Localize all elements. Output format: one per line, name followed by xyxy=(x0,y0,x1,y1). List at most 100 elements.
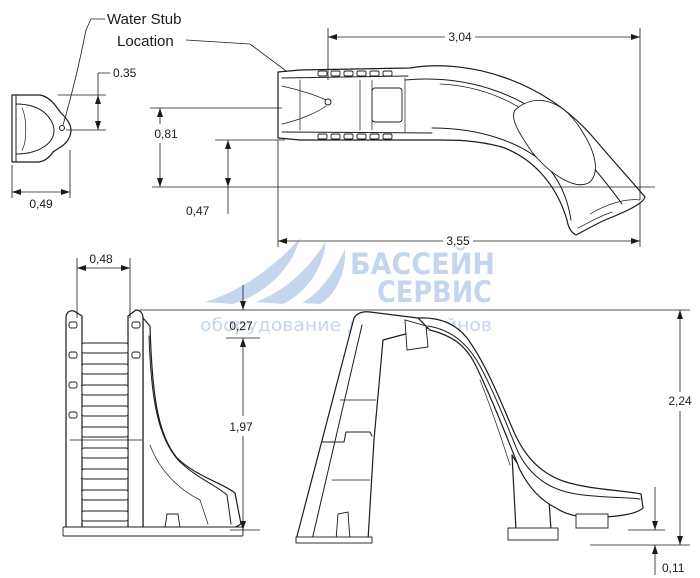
ladder-rung xyxy=(81,447,129,459)
extension-line xyxy=(150,107,655,188)
watermark-line-1: БАССЕЙН xyxy=(350,247,495,281)
front-chute-floor xyxy=(149,444,209,525)
arrowhead xyxy=(225,140,231,149)
water-stub-marker xyxy=(324,98,332,106)
dim-label: 0,27 xyxy=(229,319,253,333)
callout-line-1: Water Stub xyxy=(107,11,181,28)
water-stub-marker xyxy=(59,125,65,131)
plan-side-panel xyxy=(513,100,596,186)
ladder-rung xyxy=(81,363,129,375)
ladder-rung xyxy=(81,468,129,480)
ladder-rung xyxy=(81,426,129,438)
side-exit-support xyxy=(575,513,609,529)
dim-label: 0.35 xyxy=(113,66,137,80)
dim-label: 3,04 xyxy=(448,30,472,44)
dim-plan-height: 0,81 xyxy=(150,107,655,188)
plan-rail-handholds xyxy=(317,70,393,140)
front-slide-body xyxy=(142,317,242,529)
front-rail-knobs xyxy=(68,321,141,419)
arrowhead xyxy=(157,178,163,187)
rail-knob xyxy=(68,381,78,389)
arrowhead xyxy=(631,238,640,244)
dim-plan-length-total: 3,55 xyxy=(277,140,641,248)
ladder-rung xyxy=(81,510,129,522)
front-right-rail xyxy=(127,309,144,529)
arrowhead xyxy=(240,338,246,347)
side-frame-line xyxy=(331,399,377,481)
dim-front-width: 0,48 xyxy=(76,252,131,318)
ladder-rung xyxy=(81,384,129,396)
handhold xyxy=(356,70,367,77)
rail-knob xyxy=(131,351,141,359)
rail-knob xyxy=(68,351,78,359)
arrowhead xyxy=(225,178,231,187)
watermark-line-2: СЕРВИС xyxy=(377,275,492,309)
arrowhead xyxy=(240,521,246,530)
dim-label: 0,49 xyxy=(29,197,53,211)
handhold xyxy=(382,133,393,140)
extension-line xyxy=(11,150,71,198)
handhold xyxy=(330,70,341,77)
dim-plan-length-inner: 3,04 xyxy=(327,28,641,200)
side-ladder-rail xyxy=(311,324,363,541)
handhold xyxy=(343,133,354,140)
handhold xyxy=(330,133,341,140)
dim-front-top: 0,27 xyxy=(229,285,253,333)
arrowhead xyxy=(652,545,658,554)
dim-label: 1,97 xyxy=(229,420,253,434)
side-seat xyxy=(404,319,429,351)
arrowhead xyxy=(328,34,337,40)
rail-knob xyxy=(68,321,78,329)
dim-plan-offset: 0,47 xyxy=(186,139,285,218)
ladder-rung xyxy=(81,405,129,417)
dim-front-height: 1,97 xyxy=(226,337,260,531)
dim-label: 0,11 xyxy=(662,561,685,575)
plan-entry-curve xyxy=(281,85,327,125)
side-chute-floor xyxy=(479,379,511,466)
dim-side-exit: 0,11 xyxy=(628,487,685,575)
side-ladder-body xyxy=(295,311,429,541)
arrowhead xyxy=(157,108,163,117)
plan-platform-edge xyxy=(299,77,406,133)
arrowhead xyxy=(121,265,130,271)
dim-label: 0,47 xyxy=(186,204,210,218)
side-chute xyxy=(417,317,644,518)
end-view-upper-lip xyxy=(15,103,46,114)
end-view-lower-lip xyxy=(15,145,46,155)
handhold xyxy=(369,133,380,140)
arrowhead xyxy=(631,34,640,40)
dim-label: 2,24 xyxy=(668,394,692,408)
watermark-wave-logo xyxy=(205,238,300,304)
front-ladder-rungs xyxy=(81,342,129,522)
arrowhead xyxy=(95,121,101,130)
callout-leader xyxy=(62,18,105,126)
side-step-profile xyxy=(321,431,373,443)
front-view xyxy=(62,309,244,537)
dim-label: 0,81 xyxy=(154,127,178,141)
handhold xyxy=(356,133,367,140)
watermark-wave-logo xyxy=(256,241,326,304)
arrowhead xyxy=(677,536,683,545)
front-exit-bracket xyxy=(164,513,181,529)
handhold xyxy=(317,70,328,77)
arrowhead xyxy=(12,189,21,195)
side-ladder-base xyxy=(295,536,373,544)
dim-side-height: 2,24 xyxy=(590,310,692,546)
arrowhead xyxy=(652,521,658,530)
rail-knob xyxy=(68,411,78,419)
plan-exit-lip xyxy=(577,199,641,229)
dim-end-view-height: 0.35 xyxy=(58,66,137,131)
side-door-bracket xyxy=(335,511,351,541)
callout-line-2: Location xyxy=(117,33,174,50)
front-left-rail xyxy=(65,310,83,529)
end-view-outline xyxy=(11,94,72,163)
plan-bottom-rail xyxy=(281,131,433,134)
plan-seat xyxy=(371,87,403,123)
end-view-inner-wall xyxy=(21,107,27,151)
arrowhead xyxy=(95,95,101,104)
front-chute-inner xyxy=(148,335,232,525)
rail-knob xyxy=(131,321,141,329)
end-view-channel xyxy=(44,112,55,147)
side-chute-rim xyxy=(427,325,641,500)
